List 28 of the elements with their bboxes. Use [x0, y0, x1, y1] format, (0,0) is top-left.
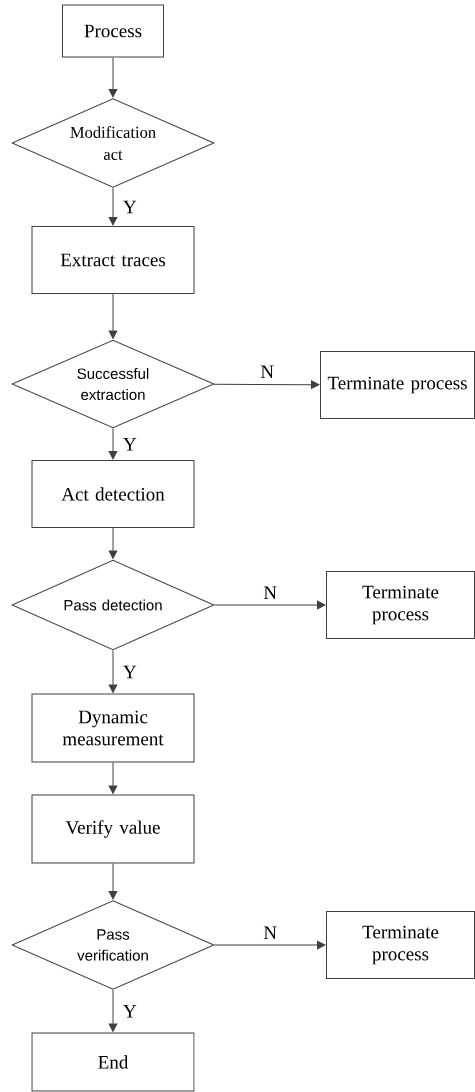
arrow: [108, 187, 118, 226]
process-box: End: [31, 1032, 195, 1092]
process-box: Terminate process: [320, 351, 475, 419]
process-box: Dynamic measurement: [31, 693, 195, 763]
arrow: [214, 940, 326, 950]
edge-label: N: [261, 585, 279, 601]
arrow: [108, 527, 118, 559]
edge-label: N: [258, 364, 276, 380]
process-box: Terminate process: [326, 571, 475, 639]
edge-label: Y: [121, 664, 139, 680]
arrow: [108, 650, 118, 693]
arrow: [108, 989, 118, 1032]
arrow: [214, 600, 326, 610]
edge-label: Y: [121, 199, 139, 215]
arrow: [108, 293, 118, 339]
arrow: [108, 428, 118, 460]
process-box: Verify value: [31, 794, 195, 864]
arrow: [108, 762, 118, 794]
process-box: Extract traces: [31, 226, 195, 294]
edge-label: Y: [121, 436, 139, 452]
arrow: [108, 57, 118, 98]
process-box: Terminate process: [326, 911, 475, 979]
edge-label: Y: [121, 1003, 139, 1019]
process-box: Process: [62, 4, 164, 58]
process-box: Act detection: [31, 460, 195, 528]
edge-label: N: [261, 925, 279, 941]
arrow: [108, 863, 118, 900]
arrow: [213, 380, 320, 389]
